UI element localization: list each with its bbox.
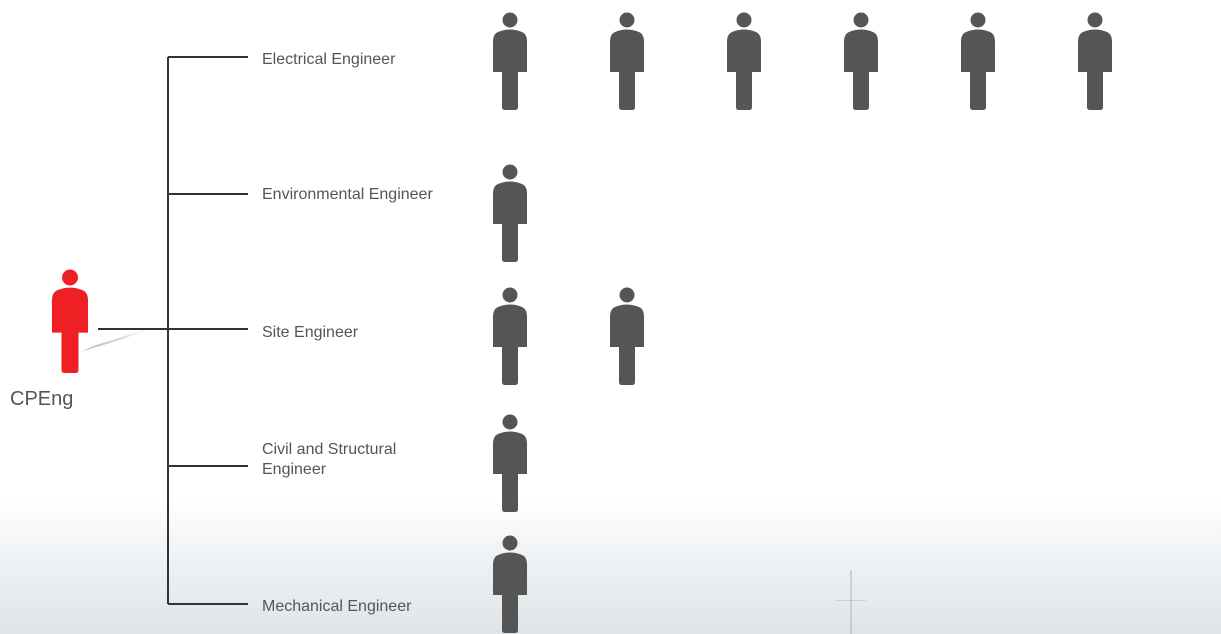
person-icon xyxy=(844,12,878,110)
root-label: CPEng xyxy=(10,388,74,410)
person-icon xyxy=(493,535,527,633)
role-label-civil-structural: Civil and Structural Engineer xyxy=(262,441,397,478)
role-label-mechanical: Mechanical Engineer xyxy=(262,598,412,615)
person-icon xyxy=(961,12,995,110)
role-label-site: Site Engineer xyxy=(262,324,359,341)
role-label-environmental: Environmental Engineer xyxy=(262,186,433,203)
person-icon xyxy=(493,287,527,385)
person-icon xyxy=(493,164,527,262)
person-icon xyxy=(610,12,644,110)
person-icon xyxy=(1078,12,1112,110)
person-icon xyxy=(727,12,761,110)
person-icon xyxy=(493,414,527,512)
person-icon xyxy=(493,12,527,110)
person-icon-root xyxy=(51,269,89,373)
background-mast-arm xyxy=(836,600,866,601)
background-haze xyxy=(0,500,1221,634)
role-label-electrical: Electrical Engineer xyxy=(262,51,396,68)
background-mast xyxy=(850,570,852,634)
person-icon xyxy=(610,287,644,385)
root-shadow xyxy=(80,325,160,352)
